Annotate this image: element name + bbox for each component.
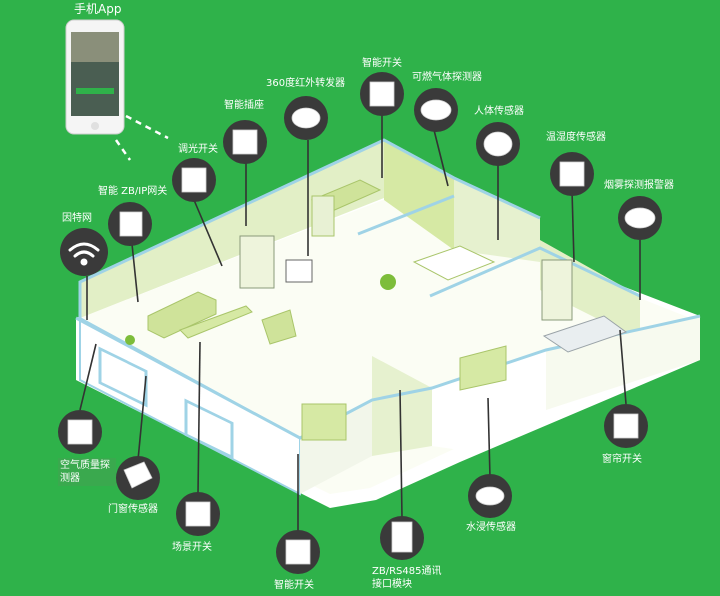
phone-app — [65, 19, 125, 135]
right-room-wall — [454, 178, 540, 262]
device-icons — [67, 81, 656, 565]
bedroom-wardrobe — [541, 259, 573, 321]
back-wall-right — [384, 140, 454, 250]
coffee-table — [179, 305, 253, 339]
smoke-label: 烟雾探测报警器 — [604, 180, 674, 191]
armchair — [261, 309, 297, 345]
dining-table — [412, 245, 496, 281]
window-left — [98, 346, 148, 408]
sofa — [147, 291, 217, 339]
door-label: 门窗传感器 — [108, 504, 158, 515]
module-label: ZB/RS485通讯接口模块 — [372, 566, 442, 590]
switch-top-label: 智能开关 — [362, 58, 402, 69]
ir-label: 360度红外转发器 — [266, 78, 346, 89]
app-label: 手机App — [74, 2, 122, 16]
scene-label: 场景开关 — [172, 542, 212, 553]
fridge — [311, 195, 335, 237]
bath-front-wall — [432, 350, 546, 450]
bed — [542, 315, 628, 353]
temp-label: 温湿度传感器 — [546, 132, 606, 143]
curtain-label: 窗帘开关 — [602, 454, 642, 465]
air-label: 空气质量探测器 — [58, 458, 116, 486]
wifi-icon — [68, 242, 100, 266]
wall-trim-inner — [357, 194, 641, 298]
human-label: 人体传感器 — [474, 106, 524, 117]
gateway-label: 智能 ZB/IP网关 — [98, 186, 168, 197]
switch-bottom-label: 智能开关 — [274, 580, 314, 591]
wireless-links — [114, 114, 169, 161]
socket-label: 智能插座 — [224, 100, 264, 111]
plant — [380, 274, 396, 290]
gas-label: 可燃气体探测器 — [412, 72, 482, 83]
front-wall-mid — [300, 400, 372, 494]
wardrobe — [239, 235, 275, 289]
connector-lines — [79, 112, 641, 532]
dimmer-label: 调光开关 — [178, 144, 218, 155]
tv — [285, 259, 313, 283]
window-right — [184, 398, 234, 460]
wall-trim-back — [78, 138, 541, 318]
plant-small — [125, 335, 135, 345]
utility-wall — [372, 356, 432, 456]
bath-cabinet — [459, 345, 507, 391]
storage-cabinet — [301, 403, 347, 441]
water-label: 水浸传感器 — [466, 522, 516, 533]
internet-label: 因特网 — [62, 213, 92, 224]
